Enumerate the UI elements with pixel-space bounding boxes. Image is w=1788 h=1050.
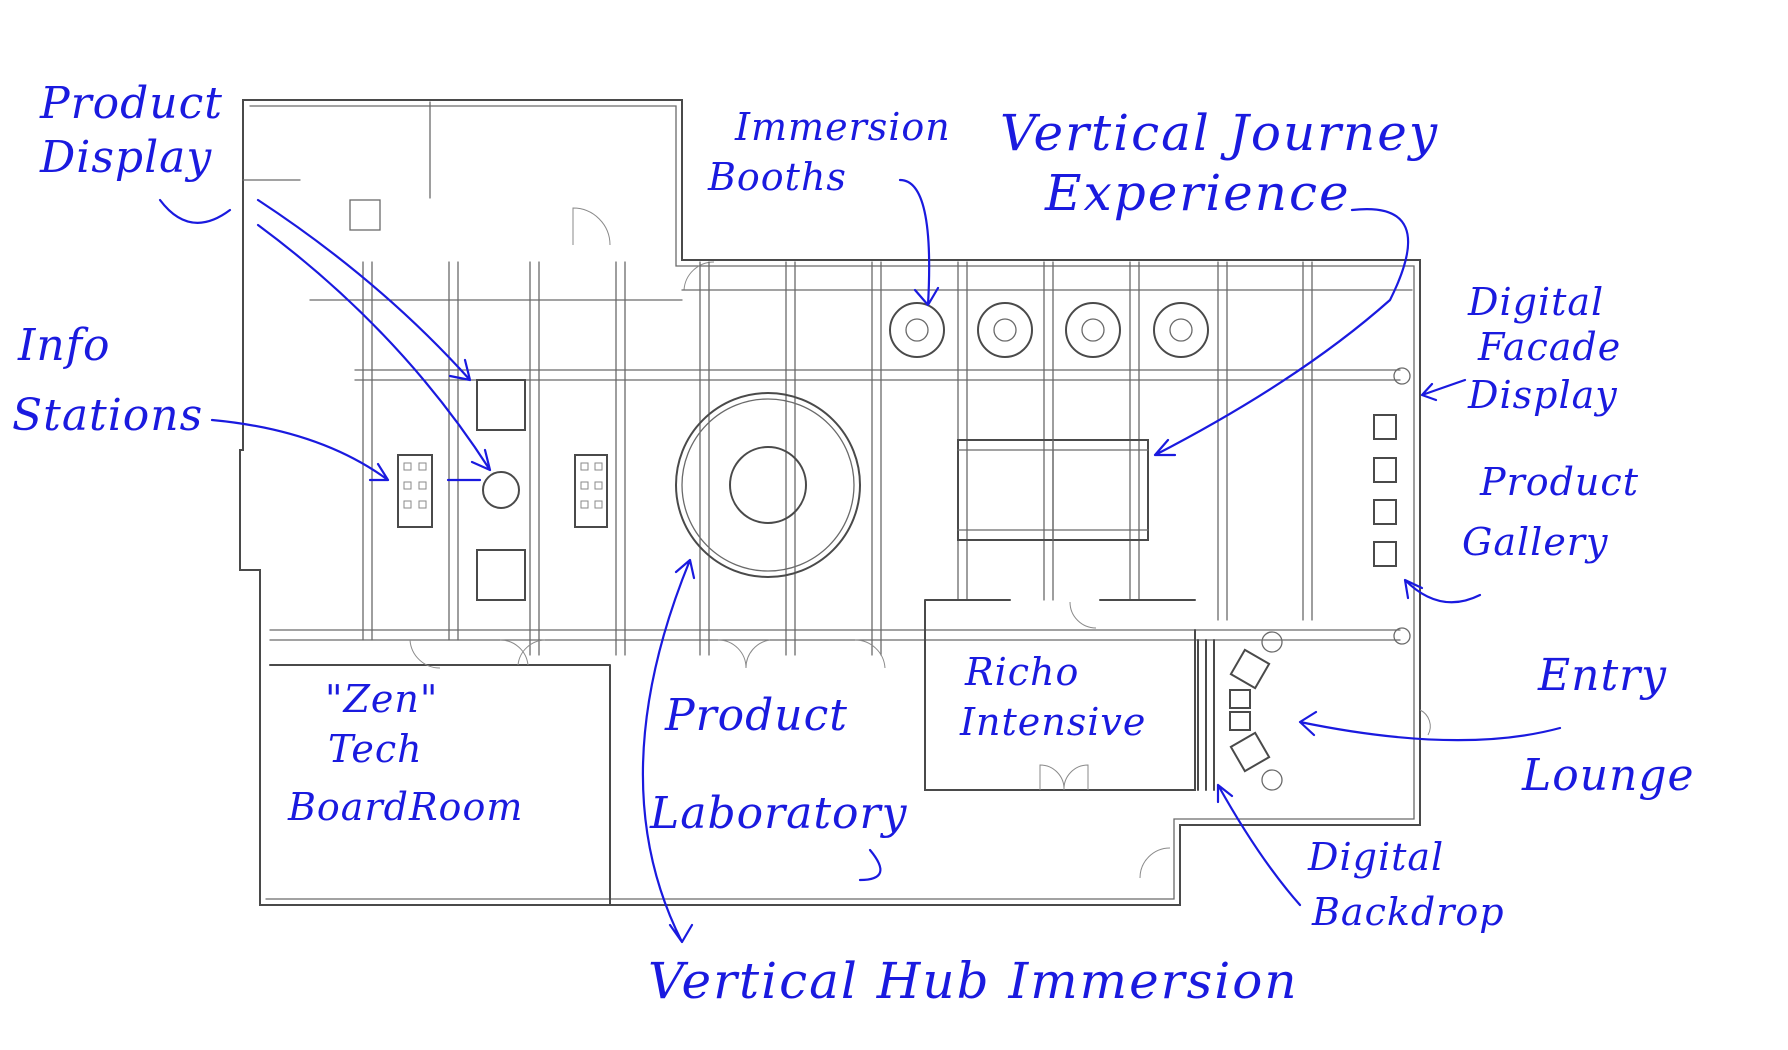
label-product-laboratory-line2: Laboratory xyxy=(649,788,908,839)
scribble-product-display xyxy=(158,198,232,224)
door-swing xyxy=(1069,601,1097,629)
label-immersion-booths-line2: Booths xyxy=(707,155,847,199)
label-vertical-journey-line1: Vertical Journey xyxy=(1000,104,1439,162)
label-zen-boardroom-line1: "Zen" xyxy=(325,677,438,721)
arrow-digital-backdrop xyxy=(1216,783,1302,907)
beam-upper xyxy=(354,369,1401,381)
label-product-gallery-line1: Product xyxy=(1479,460,1639,504)
door-swing xyxy=(854,639,886,669)
label-zen-boardroom-line3: BoardRoom xyxy=(287,785,523,829)
annotations: Product Display Info Stations Immersion … xyxy=(12,78,1695,1010)
label-info-stations-line1: Info xyxy=(17,320,111,371)
info-station-left xyxy=(397,454,433,528)
door-swing xyxy=(717,639,771,669)
label-digital-backdrop-line2: Backdrop xyxy=(1311,890,1505,934)
door-swing xyxy=(1039,764,1089,791)
door-swing xyxy=(572,207,611,246)
beam-top xyxy=(309,289,1413,301)
exterior-wall-double xyxy=(249,105,1415,900)
display-box xyxy=(476,379,526,431)
column-box xyxy=(349,199,381,231)
floor-plan xyxy=(239,99,1431,906)
label-product-gallery-line2: Gallery xyxy=(1462,520,1608,564)
display-box xyxy=(476,549,526,601)
intensive-room xyxy=(924,599,1196,791)
arrow-vertical-journey xyxy=(1153,208,1410,457)
beam-lower xyxy=(269,629,1401,641)
arrow-product-display-pedestal xyxy=(256,223,492,472)
info-station-right xyxy=(574,454,608,528)
arrow-product-display-box xyxy=(256,198,472,382)
pillar xyxy=(1393,627,1411,645)
column-lines xyxy=(362,261,1313,656)
door-swing xyxy=(1139,847,1171,879)
partition-upper-left xyxy=(242,101,431,199)
label-digital-facade-line2: Facade xyxy=(1477,325,1621,369)
door-swing xyxy=(409,639,441,669)
label-digital-backdrop-line1: Digital xyxy=(1307,835,1444,879)
immersion-booth-row xyxy=(889,302,1209,358)
arrow-immersion-booths xyxy=(898,178,940,307)
boardroom-wall xyxy=(269,664,611,906)
hub-inner-ring xyxy=(681,398,855,572)
arrow-product-gallery xyxy=(1403,578,1482,604)
label-digital-facade-line3: Display xyxy=(1467,373,1618,417)
hub-outer-ring xyxy=(675,392,861,578)
label-product-laboratory-line1: Product xyxy=(664,690,848,741)
label-vertical-journey-line2: Experience xyxy=(1044,164,1351,222)
entry-door xyxy=(1419,709,1431,736)
door-swing xyxy=(499,639,546,666)
hub-core xyxy=(729,446,807,524)
label-entry-lounge-line2: Lounge xyxy=(1521,750,1695,801)
pillar xyxy=(1393,367,1411,385)
display-pedestal xyxy=(482,471,520,509)
label-richo-intensive-line2: Intensive xyxy=(959,700,1146,744)
lounge-seating xyxy=(1229,631,1283,791)
label-product-display-line2: Display xyxy=(39,132,212,183)
label-digital-facade-line1: Digital xyxy=(1467,280,1604,324)
exterior-wall xyxy=(239,99,1421,906)
arrow-digital-facade xyxy=(1420,378,1467,402)
arrow-info-stations xyxy=(210,418,390,482)
scribble-laboratory xyxy=(858,848,882,882)
arrow-entry-lounge xyxy=(1298,710,1562,742)
label-info-stations-line2: Stations xyxy=(12,390,203,441)
backdrop-wall xyxy=(1197,639,1215,791)
gallery-boxes xyxy=(1373,414,1397,567)
label-zen-boardroom-line2: Tech xyxy=(328,727,423,771)
label-vertical-hub: Vertical Hub Immersion xyxy=(648,952,1299,1010)
arrow-vertical-hub xyxy=(641,558,696,944)
label-product-display-line1: Product xyxy=(39,78,223,129)
journey-platform-detail xyxy=(957,439,1149,541)
label-entry-lounge-line1: Entry xyxy=(1537,650,1667,701)
label-immersion-booths-line1: Immersion xyxy=(734,105,951,149)
label-richo-intensive-line1: Richo xyxy=(964,650,1079,694)
